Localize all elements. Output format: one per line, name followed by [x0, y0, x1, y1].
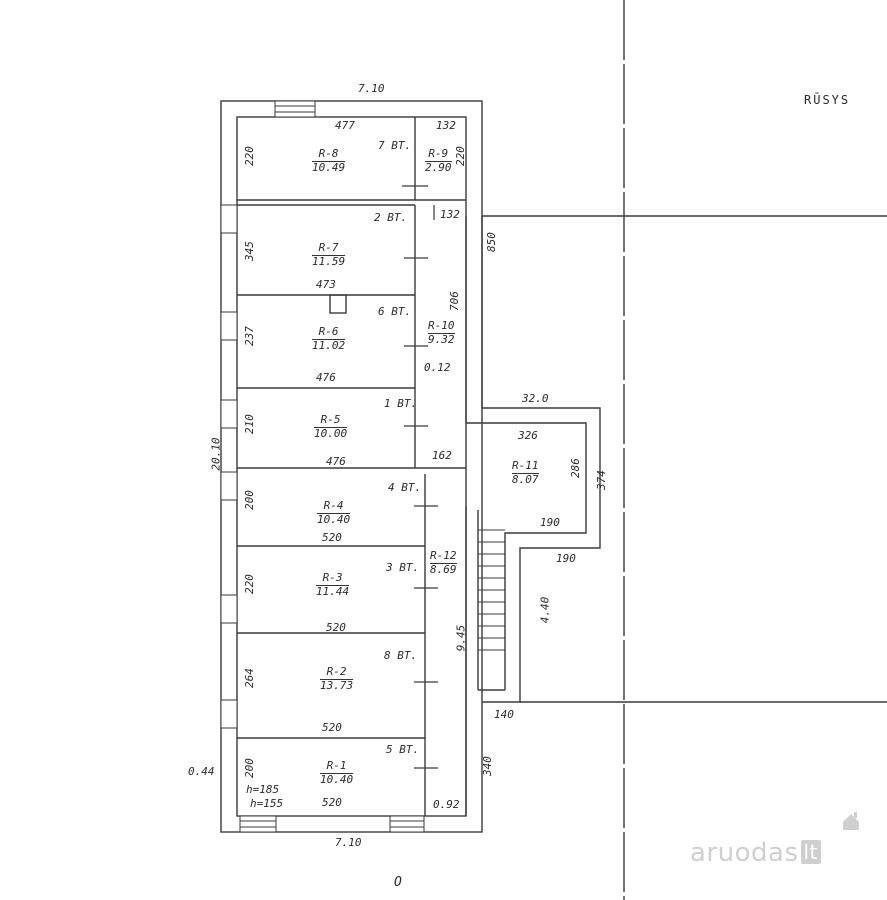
- dim-r10-height: 706: [447, 291, 461, 311]
- window-top: [274, 100, 316, 118]
- dim-r1-ceiling-b: h=155: [250, 797, 284, 810]
- dim-left-offset: 0.44: [188, 765, 215, 778]
- window-left-6: [220, 699, 238, 729]
- watermark-text: aruodas: [690, 838, 799, 868]
- window-left-2: [220, 311, 238, 341]
- dim-corridor-len: 9.45: [454, 624, 468, 652]
- dim-r7-width: 473: [316, 278, 336, 291]
- window-left-5: [220, 594, 238, 624]
- window-left-3: [220, 399, 238, 429]
- dim-side-340: 340: [480, 756, 494, 776]
- dim-r11-bottom-outer: 190: [556, 552, 576, 565]
- building-outer-wall: [220, 100, 483, 833]
- dim-r2-height: 264: [242, 668, 256, 688]
- dim-left-total: 20.10: [209, 437, 223, 471]
- dim-r1-width: 520: [322, 796, 342, 809]
- dim-r4-height: 200: [242, 490, 256, 510]
- dim-r12-bottom: 0.92: [433, 798, 460, 811]
- dim-r9-height: 220: [453, 146, 467, 166]
- dim-r9-width-top: 132: [436, 119, 456, 132]
- window-left-4: [220, 471, 238, 501]
- dim-stair-height: 4.40: [538, 596, 552, 624]
- dim-r11-outer-width: 32.0: [522, 392, 549, 405]
- chimney: [329, 294, 347, 314]
- dim-r2-width: 520: [322, 721, 342, 734]
- dim-top-total: 7.10: [358, 82, 385, 95]
- watermark-badge: lt: [800, 840, 821, 864]
- room-r5-tag: 1 BT.: [384, 397, 418, 410]
- room-r1-tag: 5 BT.: [386, 743, 420, 756]
- staircase: [478, 529, 505, 651]
- extension-inner-wall: [466, 422, 587, 690]
- dim-r11-bottom-inner: 190: [540, 516, 560, 529]
- dim-r3-height: 220: [242, 574, 256, 594]
- house-icon: [843, 812, 859, 830]
- dim-r10-gap: 0.12: [424, 361, 451, 374]
- room-r4-tag: 4 BT.: [388, 481, 422, 494]
- dim-r3-width: 520: [326, 621, 346, 634]
- dim-r10-width: 162: [432, 449, 452, 462]
- dim-r8-width: 477: [335, 119, 355, 132]
- extension-outer-wall: [481, 216, 601, 703]
- room-r3-tag: 3 BT.: [386, 561, 420, 574]
- dim-r9-width-bottom: 132: [440, 208, 460, 221]
- window-bottom-right: [389, 815, 425, 833]
- room-r2-tag: 8 BT.: [384, 649, 418, 662]
- room-r7-tag: 2 BT.: [374, 211, 408, 224]
- window-left-1: [220, 204, 238, 234]
- dim-r1-height: 200: [242, 758, 256, 778]
- dim-r11-height: 286: [568, 458, 582, 478]
- dim-r8-height: 220: [242, 146, 256, 166]
- room-r8-tag: 7 BT.: [378, 139, 412, 152]
- dim-r5-height: 210: [242, 414, 256, 434]
- dim-r5-width: 476: [326, 455, 346, 468]
- window-bottom-left: [239, 815, 277, 833]
- dim-r6-width: 476: [316, 371, 336, 384]
- dim-r7-height: 345: [242, 241, 256, 261]
- dim-bottom-total: 7.10: [335, 836, 362, 849]
- dim-side-140: 140: [494, 708, 514, 721]
- dim-r6-height: 237: [242, 326, 256, 346]
- dim-r4-width: 520: [322, 531, 342, 544]
- dim-r11-outer-height: 374: [594, 470, 608, 490]
- room-r6-tag: 6 BT.: [378, 305, 412, 318]
- dim-r1-ceiling-a: h=185: [246, 783, 280, 796]
- area-label-rusys: RŪSYS: [804, 93, 851, 107]
- dim-side-850: 850: [484, 232, 498, 252]
- dim-r11-inner-width: 326: [518, 429, 538, 442]
- building-inner-wall: [236, 116, 467, 817]
- mark-o: O: [394, 875, 402, 890]
